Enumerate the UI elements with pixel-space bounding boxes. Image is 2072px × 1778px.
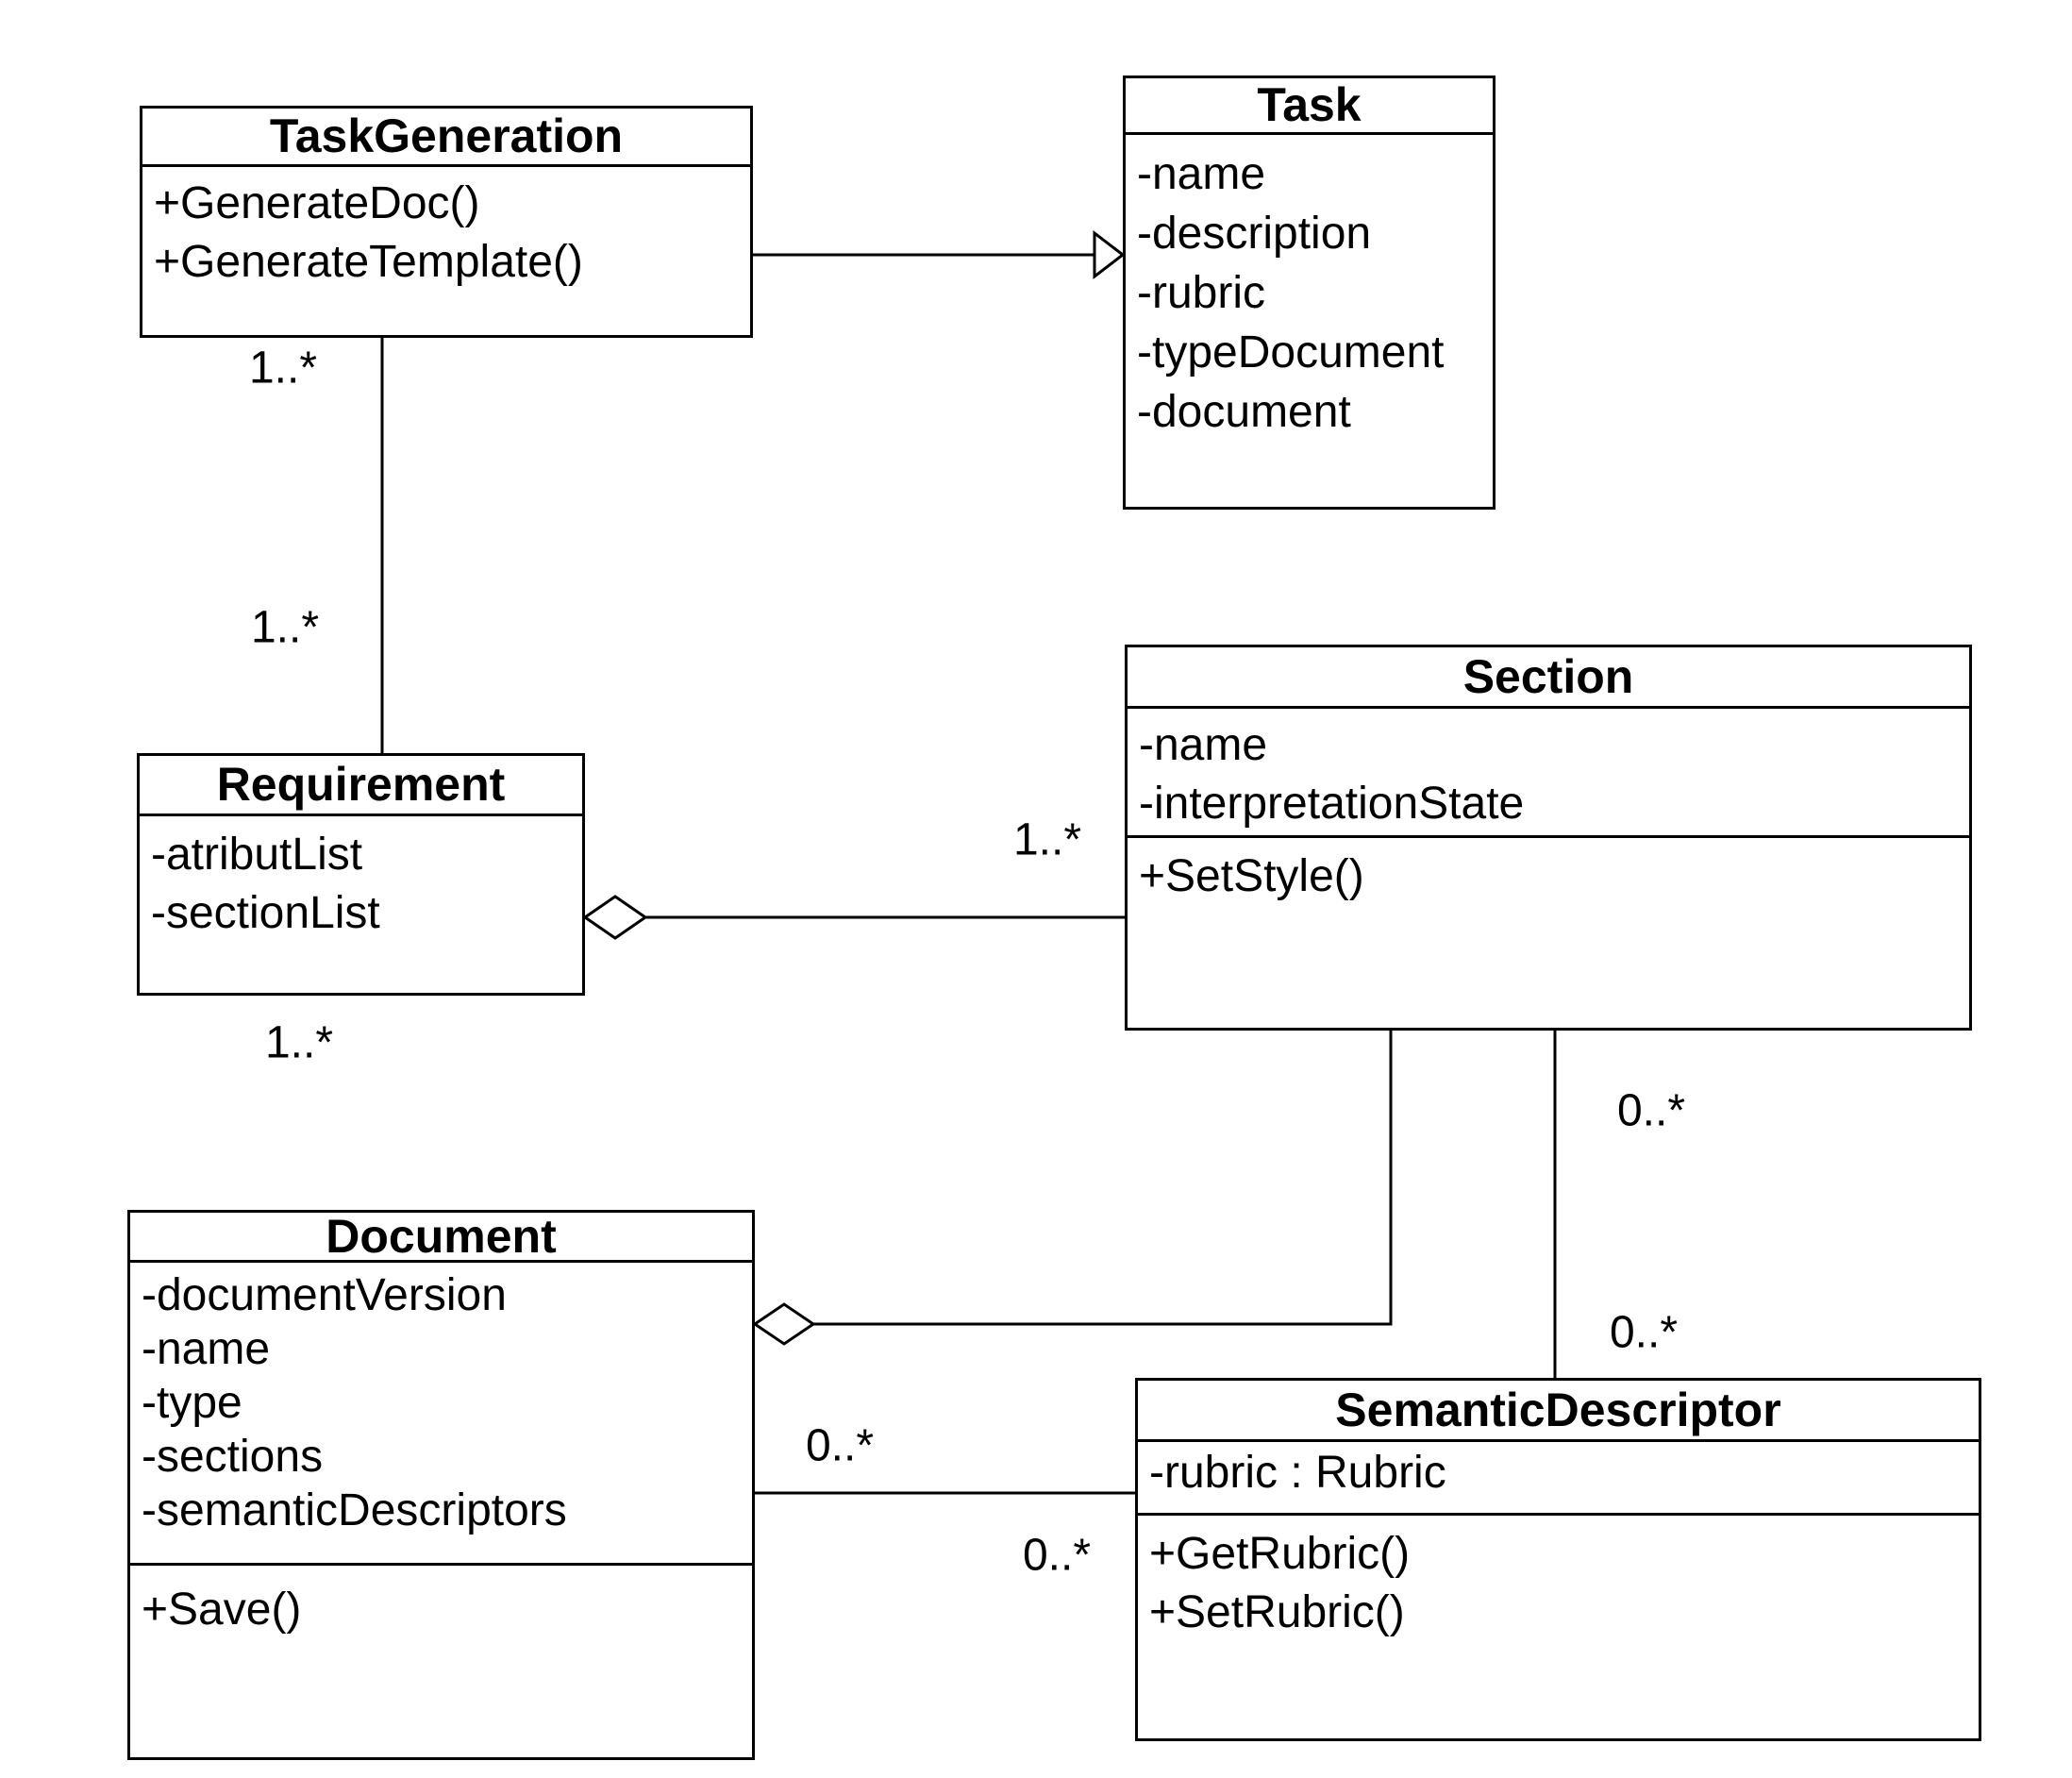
class-document: Document -documentVersion -name -type -s… — [127, 1210, 755, 1760]
class-requirement: Requirement -atributList -sectionList — [137, 753, 585, 996]
multiplicity-label: 0..* — [1609, 1307, 1679, 1358]
attribute-row: -document — [1137, 387, 1351, 437]
class-document-title: Document — [130, 1213, 752, 1263]
attribute-row: -documentVersion — [142, 1270, 507, 1320]
class-document-methods: +Save() — [130, 1563, 752, 1636]
method-row: +GetRubric() — [1149, 1529, 1411, 1579]
attribute-row: -sections — [142, 1432, 324, 1482]
attribute-row: -sectionList — [151, 888, 380, 938]
attribute-row: -typeDocument — [1137, 327, 1445, 377]
class-task: Task -name -description -rubric -typeDoc… — [1123, 75, 1496, 510]
class-task-attributes: -name -description -rubric -typeDocument… — [1126, 135, 1493, 442]
attribute-row: -semanticDescriptors — [142, 1485, 567, 1535]
attribute-row: -rubric — [1137, 268, 1266, 318]
realization-triangle-icon — [1093, 229, 1126, 280]
multiplicity-label: 0..* — [1022, 1530, 1092, 1581]
method-row: +SetRubric() — [1149, 1587, 1405, 1637]
class-section-attributes: -name -interpretationState — [1128, 709, 1969, 835]
method-row: +SetStyle() — [1139, 851, 1364, 901]
attribute-row: -type — [142, 1378, 242, 1428]
aggregation-diamond-icon-document — [752, 1302, 816, 1346]
class-taskgeneration: TaskGeneration +GenerateDoc() +GenerateT… — [140, 106, 753, 338]
class-section-methods: +SetStyle() — [1128, 835, 1969, 906]
method-row: +Save() — [142, 1585, 302, 1635]
aggregation-line-document-section — [813, 1031, 1393, 1326]
attribute-row: -name — [1137, 149, 1266, 199]
method-row: +GenerateTemplate() — [154, 237, 583, 287]
class-section-title: Section — [1128, 647, 1969, 709]
class-semanticdescriptor-title: SemanticDescriptor — [1138, 1381, 1979, 1442]
attribute-row: -name — [142, 1324, 271, 1374]
attribute-row: -rubric : Rubric — [1149, 1448, 1446, 1498]
class-semanticdescriptor-attributes: -rubric : Rubric — [1138, 1442, 1979, 1513]
class-requirement-title: Requirement — [140, 756, 582, 816]
class-semanticdescriptor-methods: +GetRubric() +SetRubric() — [1138, 1513, 1979, 1642]
multiplicity-label: 0..* — [805, 1420, 875, 1471]
attribute-row: -name — [1139, 720, 1268, 770]
multiplicity-label: 1..* — [264, 1017, 334, 1068]
class-semanticdescriptor: SemanticDescriptor -rubric : Rubric +Get… — [1135, 1378, 1981, 1741]
attribute-row: -interpretationState — [1139, 779, 1525, 829]
multiplicity-label: 1..* — [1012, 814, 1082, 865]
multiplicity-label: 1..* — [248, 343, 318, 394]
attribute-row: -description — [1137, 209, 1372, 259]
class-task-title: Task — [1126, 78, 1493, 135]
aggregation-diamond-icon-requirement — [582, 895, 648, 940]
multiplicity-label: 1..* — [250, 602, 320, 653]
multiplicity-label: 0..* — [1616, 1085, 1686, 1136]
class-document-attributes: -documentVersion -name -type -sections -… — [130, 1263, 752, 1563]
class-taskgeneration-title: TaskGeneration — [142, 109, 750, 167]
class-section: Section -name -interpretationState +SetS… — [1125, 645, 1972, 1031]
class-taskgeneration-methods: +GenerateDoc() +GenerateTemplate() — [142, 167, 750, 292]
class-requirement-attributes: -atributList -sectionList — [140, 816, 582, 943]
method-row: +GenerateDoc() — [154, 178, 480, 228]
attribute-row: -atributList — [151, 830, 363, 880]
